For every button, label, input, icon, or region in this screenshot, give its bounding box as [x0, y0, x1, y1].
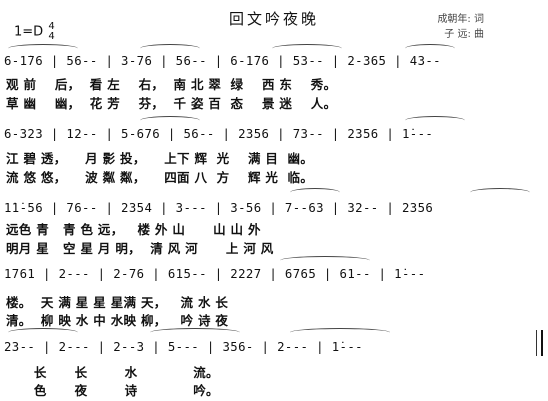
- song-title: 回文吟夜晚: [228, 10, 319, 28]
- lyric-line-1-verse-1: 观 前 后， 看 左 右， 南 北 翠 绿 西 东 秀。: [6, 77, 337, 92]
- slur-mark: [405, 44, 455, 53]
- lyric-line-2-verse-1: 江 碧 透， 月 影 投， 上下 辉 光 满 目 幽。: [6, 151, 314, 166]
- time-signature: 4 4: [48, 22, 54, 42]
- lyric-line-2-verse-2: 流 悠 悠， 波 粼 粼， 四面 八 方 辉 光 临。: [6, 170, 314, 185]
- time-top: 4: [48, 21, 55, 32]
- final-barline: [536, 330, 543, 356]
- slur-mark: [150, 328, 240, 337]
- slur-mark: [140, 116, 200, 125]
- slur-mark: [405, 116, 465, 125]
- slur-mark: [8, 44, 78, 53]
- slur-mark: [280, 256, 370, 265]
- lyric-line-5-verse-2: 色 夜 诗 吟。: [6, 383, 219, 398]
- key-label: 1=D: [14, 24, 44, 40]
- slur-mark: [290, 328, 390, 337]
- lyric-line-4-verse-2: 清。 柳 映 水 中 水映 柳， 吟 诗 夜: [6, 313, 229, 328]
- time-bottom: 4: [48, 31, 55, 42]
- lyric-line-5-verse-1: 长 长 水 流。: [6, 365, 219, 380]
- slur-mark: [470, 188, 530, 197]
- lyricist-credit: 成朝年: 词: [437, 14, 484, 25]
- lyric-line-4-verse-1: 楼。 天 满 星 星 星满 天， 流 水 长: [6, 295, 229, 310]
- notes-line-2: 6-323 | 12-- | 5-676 | 56-- | 2356 | 73-…: [4, 127, 434, 141]
- slur-mark: [140, 44, 200, 53]
- slur-mark: [8, 328, 78, 337]
- notes-line-5: 23-- | 2--- | 2--3 | 5--- | 356- | 2--- …: [4, 340, 363, 354]
- notes-line-1: 6-1̇76 | 56-- | 3-76 | 56-- | 6-1̇76 | 5…: [4, 54, 441, 68]
- composer-credit: 子 远: 曲: [444, 29, 484, 40]
- key-signature: 1=D 4 4: [14, 22, 55, 42]
- notes-line-4: 1761 | 2--- | 2-76 | 615-- | 2227 | 6765…: [4, 267, 426, 281]
- lyric-line-3-verse-2: 明月 星 空 星 月 明， 清 风 河 上 河 风: [6, 241, 274, 256]
- slur-mark: [272, 44, 342, 53]
- lyric-line-3-verse-1: 远色 青 青 色 远， 楼 外 山 山 山 外: [6, 222, 261, 237]
- notes-line-3: 1̇1̇-56 | 76-- | 2354 | 3--- | 3-56 | 7-…: [4, 201, 434, 215]
- lyric-line-1-verse-2: 草 幽 幽， 花 芳 芬， 千 姿 百 态 景 迷 人。: [6, 96, 337, 111]
- slur-mark: [290, 188, 340, 197]
